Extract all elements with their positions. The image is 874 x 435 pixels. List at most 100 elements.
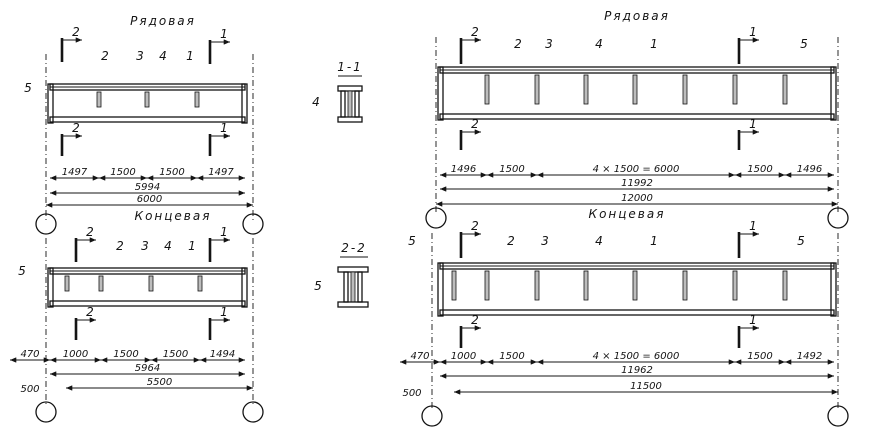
large-end-beam-end-post-right <box>830 262 837 317</box>
large-end-label-5: 5 <box>408 234 416 248</box>
large-row-beam-stiffener <box>534 74 540 105</box>
large-row-beam-stiffener <box>682 74 688 105</box>
large-end-beam-stiffener <box>534 270 540 301</box>
large-end-beam-stiffener <box>682 270 688 301</box>
small-end-dim-total-label: 5500 <box>147 377 172 388</box>
section-2-2-top <box>337 266 369 273</box>
large-end-cut-1-top-label: 1 <box>749 219 757 233</box>
large-row-label-3: 3 <box>545 37 553 51</box>
large-end-label-4: 4 <box>595 234 603 248</box>
large-row-beam-stiffener <box>782 74 788 105</box>
large-row-beam-bottom-flange <box>439 113 835 120</box>
large-end-beam-stiffener <box>484 270 490 301</box>
small-row-cut-1-top-label: 1 <box>220 27 228 41</box>
small-row-label-4: 4 <box>159 49 167 63</box>
section-1-1-label-4: 4 <box>312 95 320 109</box>
small-end-beam-axis-circle <box>242 401 264 423</box>
small-end-dim-3-label: 1500 <box>163 349 188 360</box>
large-end-dim-3-label: 4 × 1500 = 6000 <box>593 351 680 362</box>
small-end-beam-end-post-left <box>47 267 54 308</box>
large-end-beam-bottom-flange <box>439 309 835 316</box>
section-1-1-title: 1-1 <box>337 60 363 74</box>
small-end-label-1: 1 <box>188 239 196 253</box>
large-end-beam-end-post-left <box>437 262 444 317</box>
small-end-dim-4-label: 1494 <box>210 349 235 360</box>
section-1-1-top <box>337 85 363 92</box>
small-end-cut-2-bot-label: 2 <box>86 305 94 319</box>
small-row-dim-2-label: 1500 <box>159 167 184 178</box>
large-row-cut-2-bot-label: 2 <box>471 117 479 131</box>
large-end-dim-5-label: 1492 <box>797 351 822 362</box>
large-end-cut-2-top-label: 2 <box>471 219 479 233</box>
small-end-label-4: 4 <box>164 239 172 253</box>
small-row-beam-end-post-left <box>47 83 54 124</box>
small-end-beam-stiffener <box>148 275 154 292</box>
section-1-1: 1-1 4 <box>312 60 363 123</box>
large-row-beam-end-post-left <box>437 66 444 121</box>
large-end-beam-stiffener <box>782 270 788 301</box>
small-end-dim-1-label: 1000 <box>63 349 88 360</box>
large-row-beam-axis-circle <box>425 207 447 229</box>
large-end-label-2: 2 <box>507 234 515 248</box>
large-end-dim-inner-label: 11962 <box>621 365 653 376</box>
small-row-title: Рядовая <box>130 14 196 28</box>
large-row-dim-0-label: 1496 <box>451 164 476 175</box>
small-row-beam-stiffener <box>194 91 200 108</box>
small-row-label-2: 2 <box>101 49 109 63</box>
section-1-1-bottom <box>337 116 363 123</box>
small-end-cut-1-top-label: 1 <box>220 225 228 239</box>
small-end-beam-stiffener <box>98 275 104 292</box>
large-row-beam-end-post-right <box>830 66 837 121</box>
large-end-beam-stiffener <box>451 270 457 301</box>
small-row-beam-axis-circle <box>35 213 57 235</box>
small-row-label-1: 1 <box>186 49 194 63</box>
large-row-label-5: 5 <box>800 37 808 51</box>
small-row-beam-axis-circle <box>242 213 264 235</box>
large-end-label-5b: 5 <box>797 234 805 248</box>
large-row-dim-total-label: 12000 <box>621 193 653 204</box>
small-end-label-3: 3 <box>141 239 149 253</box>
large-row-cut-1-bot-label: 1 <box>749 117 757 131</box>
small-row-label-5: 5 <box>24 81 32 95</box>
large-end-beam-axis-circle <box>827 405 849 427</box>
small-end-label-2: 2 <box>116 239 124 253</box>
small-end-label-5: 5 <box>18 264 26 278</box>
large-end-dim-left: 500 <box>402 388 421 399</box>
small-row-cut-2-bot-label: 2 <box>72 121 80 135</box>
large-row-beam-stiffener <box>484 74 490 105</box>
large-row-beam-stiffener <box>632 74 638 105</box>
large-end-dim-2-label: 1500 <box>499 351 524 362</box>
small-end-dim-left: 500 <box>20 384 39 395</box>
large-end-beam-stiffener <box>632 270 638 301</box>
section-1-1-rib-r <box>354 90 360 118</box>
small-row-beam-bottom-flange <box>49 116 246 123</box>
large-end-dim-total-label: 11500 <box>630 381 662 392</box>
large-row-title: Рядовая <box>604 9 670 23</box>
large-end-beam-stiffener <box>583 270 589 301</box>
large-row-label-2: 2 <box>514 37 522 51</box>
large-end-cut-2-bot-label: 2 <box>471 313 479 327</box>
small-end-dim-2-label: 1500 <box>113 349 138 360</box>
large-row-beam-stiffener <box>583 74 589 105</box>
small-end-cut-2-top-label: 2 <box>86 225 94 239</box>
small-row-cut-1-bot-label: 1 <box>220 121 228 135</box>
large-row-dim-2-label: 4 × 1500 = 6000 <box>593 164 680 175</box>
large-end-dim-1-label: 1000 <box>451 351 476 362</box>
large-end-beam-axis-circle <box>421 405 443 427</box>
large-end-beam-stiffener <box>732 270 738 301</box>
section-2-2: 2-25 <box>314 241 369 308</box>
large-row-cut-2-top-label: 2 <box>471 25 479 39</box>
large-end-cut-1-bot-label: 1 <box>749 313 757 327</box>
large-row-beam-stiffener <box>732 74 738 105</box>
large-end-label-3: 3 <box>541 234 549 248</box>
small-row-dim-1-label: 1500 <box>110 167 135 178</box>
large-row-dim-1-label: 1500 <box>499 164 524 175</box>
large-end-title: Концевая <box>589 207 666 221</box>
small-row-beam-stiffener <box>144 91 150 108</box>
section-1-1-rib-l <box>340 90 346 118</box>
section-2-2-web <box>350 271 356 303</box>
small-row-dim-0-label: 1497 <box>62 167 88 178</box>
